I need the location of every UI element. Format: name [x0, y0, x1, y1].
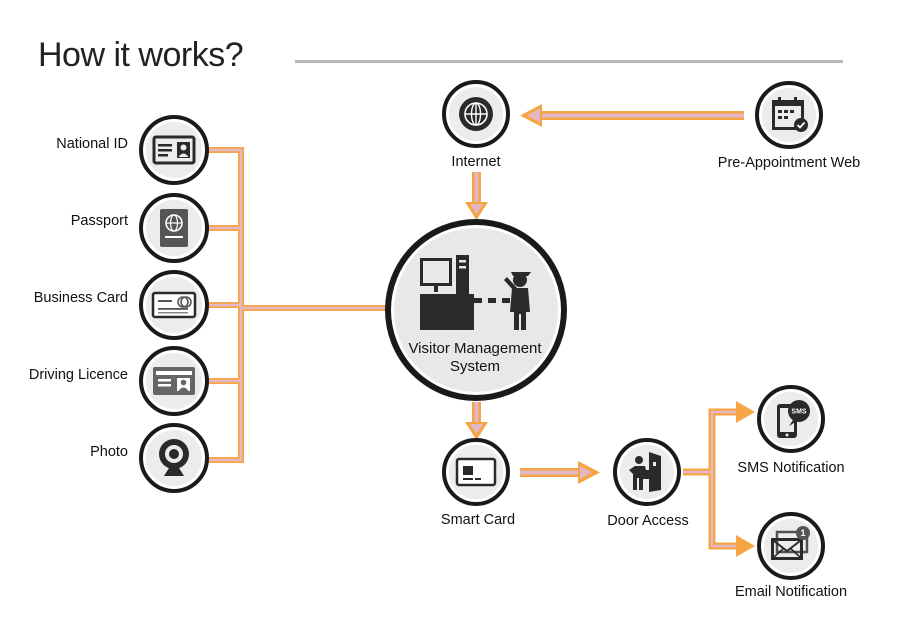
label-driving-licence: Driving Licence: [28, 367, 128, 383]
label-business-card: Business Card: [33, 290, 128, 306]
business-card-icon: [151, 291, 197, 319]
center-label-line1: Visitor Management: [408, 340, 542, 357]
label-national-id: National ID: [56, 136, 128, 152]
globe-icon: [459, 97, 493, 131]
sms-badge: SMS: [791, 409, 807, 416]
smart-card-icon: [455, 457, 497, 487]
arrow-preappointment-to-internet: [520, 104, 744, 127]
node-door-access: [613, 438, 681, 506]
sms-phone-icon: SMS: [777, 400, 810, 438]
node-email-notification: 1: [757, 512, 825, 580]
center-label-line2: System: [449, 358, 500, 375]
node-business-card: [139, 270, 209, 340]
node-national-id: [139, 115, 209, 185]
node-pre-appointment-web: [755, 81, 823, 149]
page-title: How it works?: [38, 36, 244, 74]
node-visitor-management-system: [385, 219, 567, 401]
label-smart-card: Smart Card: [440, 512, 516, 528]
passport-icon: [160, 209, 188, 247]
webcam-icon: [159, 439, 189, 476]
arrow-internet-to-vms: [465, 172, 488, 220]
arrow-head-sms: [736, 401, 755, 423]
node-smart-card: [442, 438, 510, 506]
center-label: Visitor Management System: [375, 340, 575, 376]
guard-gate-icon: [420, 255, 531, 330]
input-bus-inner: [208, 148, 388, 462]
label-sms-notification: SMS Notification: [737, 460, 845, 476]
node-sms-notification: SMS: [757, 385, 825, 453]
driving-licence-icon: [153, 367, 195, 395]
id-card-icon: [152, 135, 196, 165]
node-driving-licence: [139, 346, 209, 416]
node-photo: [139, 423, 209, 493]
email-icon: 1: [771, 526, 810, 560]
connector-door-to-notifications: [683, 408, 738, 550]
email-count-badge: 1: [800, 528, 805, 538]
calendar-check-icon: [772, 97, 808, 132]
node-internet: [442, 80, 510, 148]
arrow-smartcard-to-door: [520, 461, 600, 484]
arrow-head-email: [736, 535, 755, 557]
label-passport: Passport: [70, 213, 128, 229]
label-pre-appointment-web: Pre-Appointment Web: [717, 155, 861, 171]
label-email-notification: Email Notification: [734, 584, 848, 600]
node-passport: [139, 193, 209, 263]
title-divider: [295, 60, 843, 63]
label-internet: Internet: [451, 154, 501, 170]
door-access-icon: [629, 452, 661, 492]
label-door-access: Door Access: [607, 513, 689, 529]
arrow-vms-to-smartcard: [465, 402, 488, 440]
label-photo: Photo: [90, 444, 128, 460]
